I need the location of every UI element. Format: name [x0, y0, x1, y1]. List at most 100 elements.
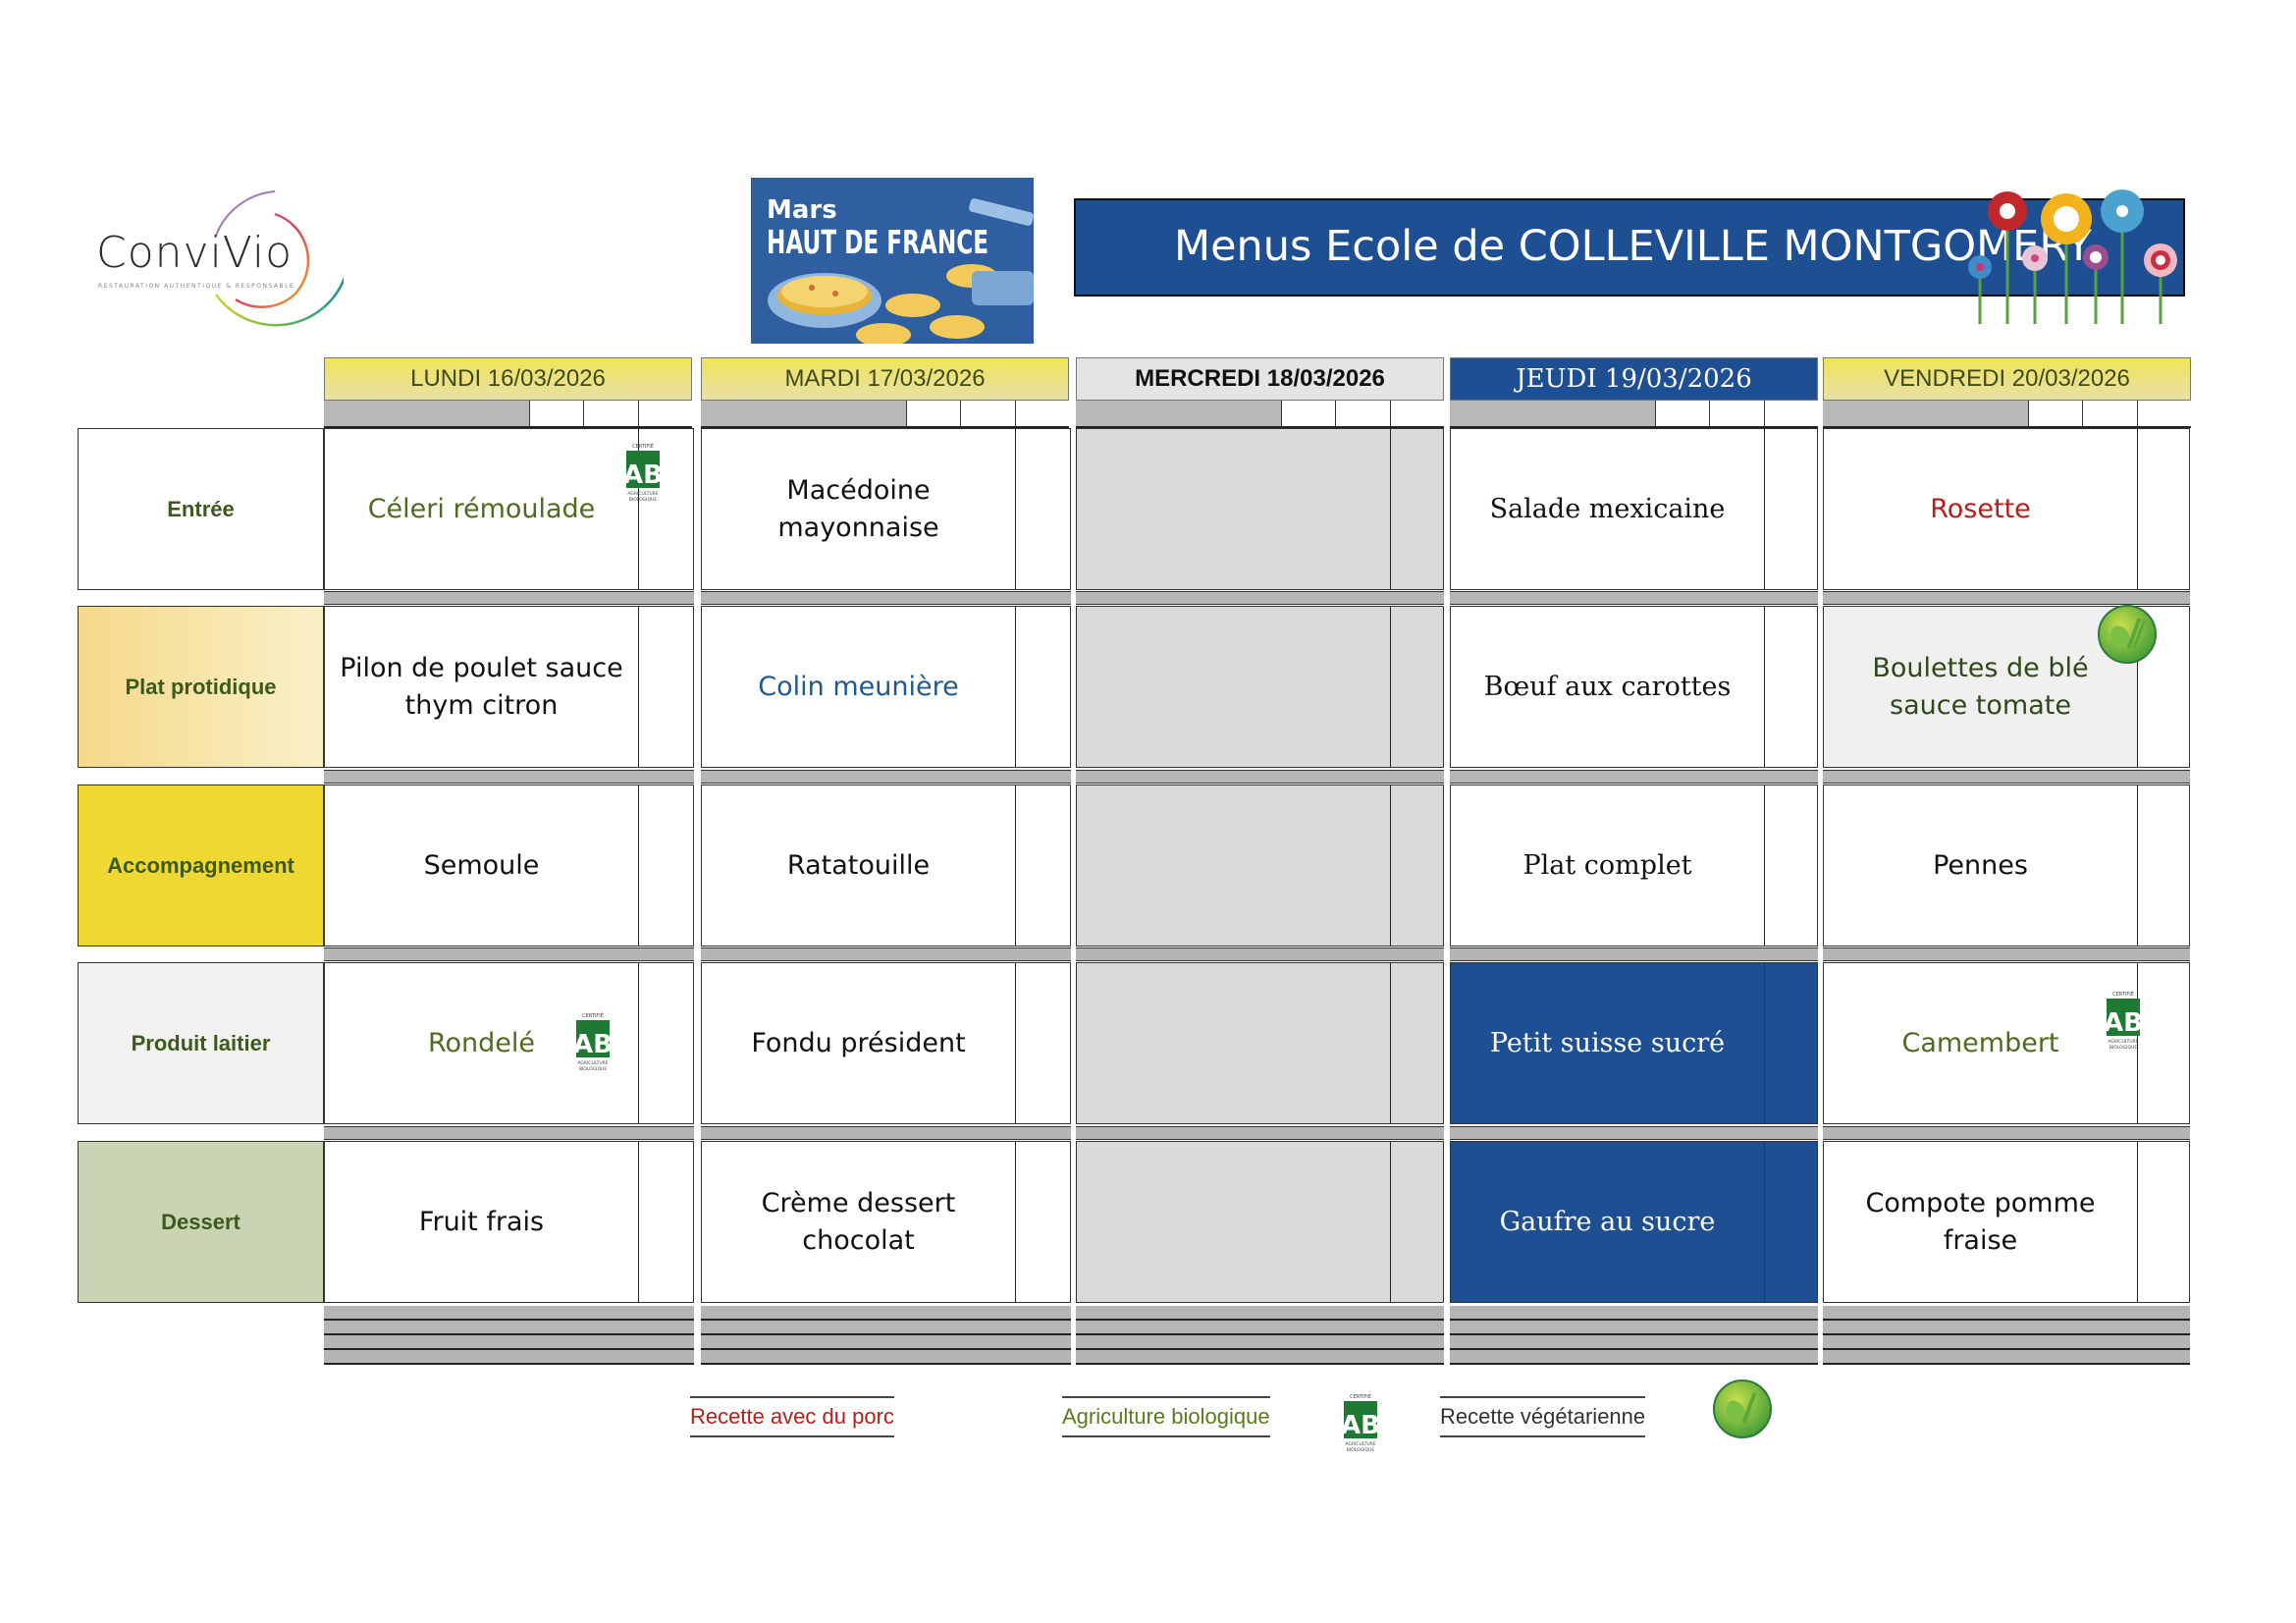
dish-label [1077, 1142, 1391, 1302]
row-separator [701, 1126, 1071, 1140]
dish-label: Compote pomme fraise [1824, 1142, 2138, 1302]
menu-cell-mardi-plat: Colin meunière [701, 606, 1071, 768]
svg-text:AB: AB [574, 1030, 612, 1059]
ab-bio-icon: CERTIFIÉ AB AGRICULTURE BIOLOGIQUE [574, 1011, 612, 1072]
row-label-accompagnement: Accompagnement [78, 784, 324, 947]
dish-label: Boulettes de blé sauce tomate [1824, 607, 2138, 767]
dish-label: Céleri rémoulade [325, 429, 639, 589]
ab-bio-legend-icon: CERTIFIÉ AB AGRICULTURE BIOLOGIQUE [1342, 1392, 1379, 1453]
dish-label: Macédoine mayonnaise [702, 429, 1016, 589]
quiche-illustration-icon [768, 198, 1034, 344]
day-header-mardi: MARDI 17/03/2026 [701, 357, 1069, 401]
menu-cell-mercredi-laitier [1076, 962, 1444, 1124]
row-label-plat-protidique: Plat protidique [78, 606, 324, 768]
dish-label: Pennes [1824, 785, 2138, 946]
day-subheader [701, 401, 1069, 428]
dish-label: Fondu président [702, 963, 1016, 1123]
day-header-lundi: LUNDI 16/03/2026 [324, 357, 692, 401]
dish-label: Bœuf aux carottes [1451, 607, 1765, 767]
row-separator [324, 770, 694, 784]
menu-cell-mardi-dessert: Crème dessert chocolat [701, 1141, 1071, 1303]
svg-text:AGRICULTURE: AGRICULTURE [2108, 1039, 2138, 1045]
row-separator [324, 947, 694, 961]
row-separator [324, 591, 694, 605]
svg-text:AB: AB [2105, 1008, 2142, 1038]
day-header-jeudi: JEUDI 19/03/2026 [1450, 357, 1818, 401]
menu-cell-lundi-plat: Pilon de poulet sauce thym citron [324, 606, 694, 768]
svg-text:AGRICULTURE: AGRICULTURE [627, 491, 658, 497]
row-separator [1450, 591, 1818, 605]
menu-cell-jeudi-dessert: Gaufre au sucre [1450, 1141, 1818, 1303]
menu-cell-mardi-laitier: Fondu président [701, 962, 1071, 1124]
svg-text:BIOLOGIQUE: BIOLOGIQUE [2109, 1045, 2137, 1051]
row-separator [1823, 1126, 2190, 1140]
row-separator [1076, 1126, 1444, 1140]
dish-label [1077, 963, 1391, 1123]
page-title: Menus Ecole de COLLEVILLE MONTGOMERY [1174, 222, 2092, 271]
day-column-mercredi: MERCREDI 18/03/2026 [1076, 357, 1444, 428]
dish-label: Plat complet [1451, 785, 1765, 946]
svg-text:AGRICULTURE: AGRICULTURE [1345, 1441, 1375, 1447]
legend-porc: Recette avec du porc [690, 1396, 894, 1437]
day-header-vendredi: VENDREDI 20/03/2026 [1823, 357, 2191, 401]
convivio-logo: ConviVio RESTAURATION AUTHENTIQUE & RESP… [88, 177, 344, 344]
dish-label: Ratatouille [702, 785, 1016, 946]
dish-label: Petit suisse sucré [1451, 963, 1765, 1123]
day-subheader [1076, 401, 1444, 428]
dish-label [1077, 785, 1391, 946]
menu-cell-lundi-laitier: Rondelé [324, 962, 694, 1124]
menu-cell-vendredi-entree: Rosette [1823, 428, 2190, 590]
day-column-vendredi: VENDREDI 20/03/2026 [1823, 357, 2191, 428]
svg-text:CERTIFIÉ: CERTIFIÉ [2112, 990, 2134, 998]
day-column-lundi: LUNDI 16/03/2026 [324, 357, 692, 428]
ab-bio-icon: CERTIFIÉ AB AGRICULTURE BIOLOGIQUE [624, 442, 662, 503]
day-subheader [324, 401, 692, 428]
flowers-decoration-icon [1968, 189, 2177, 324]
dish-label: Pilon de poulet sauce thym citron [325, 607, 639, 767]
vegetarian-legend-icon [1713, 1380, 1772, 1438]
dish-label: Camembert [1824, 963, 2138, 1123]
logo-tagline: RESTAURATION AUTHENTIQUE & RESPONSABLE [98, 283, 295, 290]
dish-label: Colin meunière [702, 607, 1016, 767]
row-separator [1823, 947, 2190, 961]
svg-text:CERTIFIÉ: CERTIFIÉ [582, 1011, 604, 1019]
row-separator [701, 770, 1071, 784]
ab-bio-icon: CERTIFIÉ AB AGRICULTURE BIOLOGIQUE [2105, 990, 2142, 1051]
menu-cell-vendredi-laitier: Camembert [1823, 962, 2190, 1124]
dish-label: Rosette [1824, 429, 2138, 589]
svg-text:BIOLOGIQUE: BIOLOGIQUE [629, 497, 657, 503]
menu-cell-mercredi-plat [1076, 606, 1444, 768]
logo-rings-icon [214, 190, 344, 327]
row-separator [1076, 947, 1444, 961]
svg-text:BIOLOGIQUE: BIOLOGIQUE [579, 1066, 607, 1072]
svg-text:AB: AB [1342, 1411, 1379, 1440]
month-theme: HAUT DE FRANCE [767, 223, 989, 261]
menu-cell-lundi-accompagnement: Semoule [324, 784, 694, 947]
row-label-dessert: Dessert [78, 1141, 324, 1303]
day-column-jeudi: JEUDI 19/03/2026 [1450, 357, 1818, 428]
menu-cell-vendredi-accompagnement: Pennes [1823, 784, 2190, 947]
month-label: Mars [767, 195, 837, 225]
menu-cell-vendredi-plat: Boulettes de blé sauce tomate [1823, 606, 2190, 768]
row-separator [324, 1126, 694, 1140]
svg-text:AB: AB [624, 460, 662, 490]
footer-bands [324, 1306, 694, 1367]
vegetarian-icon [2098, 605, 2157, 664]
menu-cell-vendredi-dessert: Compote pomme fraise [1823, 1141, 2190, 1303]
menu-cell-mardi-entree: Macédoine mayonnaise [701, 428, 1071, 590]
svg-text:AGRICULTURE: AGRICULTURE [577, 1060, 608, 1066]
row-separator [1450, 947, 1818, 961]
footer-bands [701, 1306, 1071, 1367]
row-separator [701, 947, 1071, 961]
row-label-entree: Entrée [78, 428, 324, 590]
svg-text:CERTIFIÉ: CERTIFIÉ [632, 442, 654, 450]
menu-cell-mercredi-accompagnement [1076, 784, 1444, 947]
legend-vegetarien: Recette végétarienne [1440, 1396, 1646, 1437]
row-separator [1076, 770, 1444, 784]
svg-text:BIOLOGIQUE: BIOLOGIQUE [1347, 1447, 1374, 1453]
dish-label: Gaufre au sucre [1451, 1142, 1765, 1302]
menu-cell-mercredi-dessert [1076, 1141, 1444, 1303]
menu-cell-jeudi-laitier: Petit suisse sucré [1450, 962, 1818, 1124]
dish-label [1077, 429, 1391, 589]
row-separator [1823, 591, 2190, 605]
